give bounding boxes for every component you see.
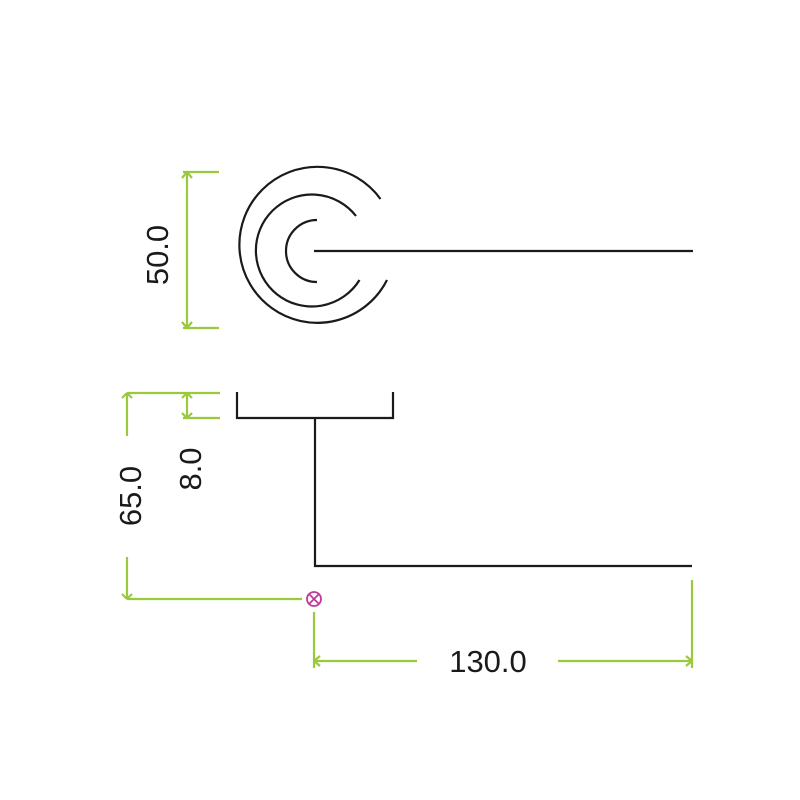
dimension-lever-length: 130.0: [312, 580, 694, 679]
rose-plate-outline: [235, 392, 395, 420]
dimension-label-rose-thickness: 8.0: [173, 447, 208, 490]
dimension-rose-diameter: 50.0: [140, 170, 219, 330]
top-view: [235, 392, 692, 568]
dimension-label-projection: 65.0: [113, 466, 148, 526]
dimension-label-rose-diameter: 50.0: [140, 225, 175, 285]
dimension-label-lever-length: 130.0: [449, 644, 527, 679]
dimension-projection: 65.0: [113, 391, 302, 601]
circled-x-icon: [306, 591, 322, 607]
lever-top-outline: [313, 418, 692, 568]
rose-outer-arc: [238, 165, 388, 324]
rose-middle-arc: [254, 193, 361, 308]
rose-inner-arc: [284, 218, 318, 284]
dimension-rose-thickness: 8.0: [173, 391, 220, 491]
front-view: [238, 165, 693, 324]
